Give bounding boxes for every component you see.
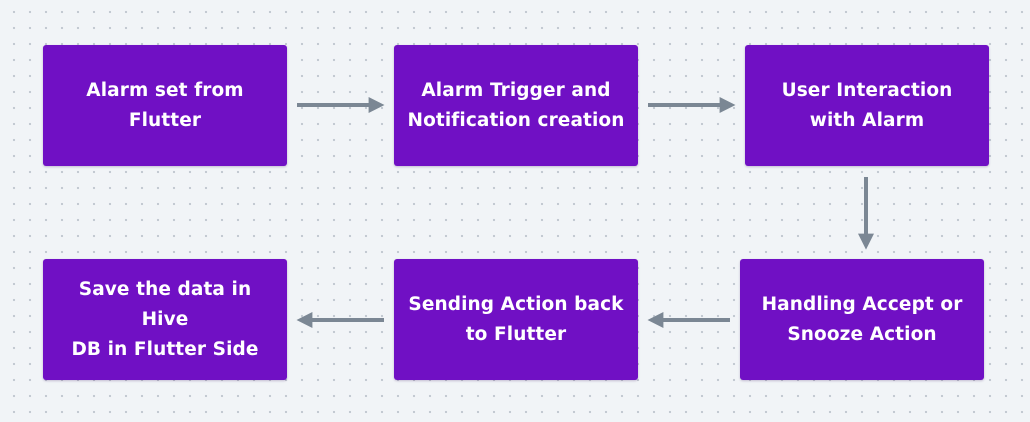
- node-user-interaction[interactable]: User Interaction with Alarm: [745, 45, 989, 166]
- node-alarm-set[interactable]: Alarm set from Flutter: [43, 45, 287, 166]
- node-label: User Interaction with Alarm: [781, 79, 953, 131]
- node-label: Save the data in Hive DB in Flutter Side: [71, 278, 259, 360]
- node-label: Alarm Trigger and Notification creation: [407, 79, 625, 131]
- node-alarm-trigger[interactable]: Alarm Trigger and Notification creation: [394, 45, 638, 166]
- node-sending-action[interactable]: Sending Action back to Flutter: [394, 259, 638, 380]
- node-label: Alarm set from Flutter: [86, 79, 244, 131]
- node-label: Sending Action back to Flutter: [408, 293, 624, 345]
- node-save-data[interactable]: Save the data in Hive DB in Flutter Side: [43, 259, 287, 380]
- node-handling-action[interactable]: Handling Accept or Snooze Action: [740, 259, 984, 380]
- node-label: Handling Accept or Snooze Action: [761, 293, 963, 345]
